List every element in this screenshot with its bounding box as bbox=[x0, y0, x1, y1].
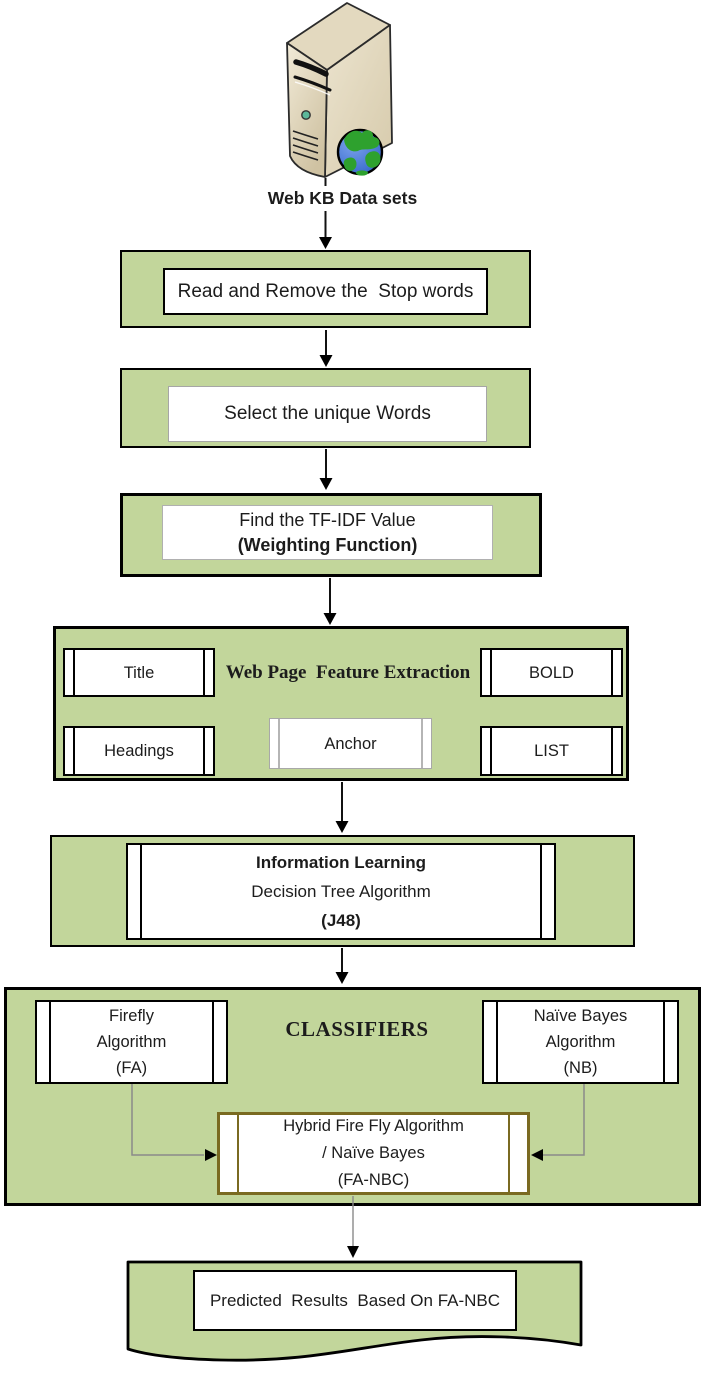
feature-extraction-heading: Web Page Feature Extraction bbox=[225, 662, 471, 683]
classifiers-heading: CLASSIFIERS bbox=[285, 1016, 429, 1041]
source-label: Web KB Data sets bbox=[255, 186, 430, 211]
feature-list-label: LIST bbox=[534, 742, 569, 760]
globe-icon bbox=[336, 128, 384, 176]
feature-headings-box: Headings bbox=[63, 726, 215, 776]
step3-line2: (Weighting Function) bbox=[237, 534, 418, 555]
information-learning-line2: Decision Tree Algorithm bbox=[251, 882, 431, 901]
firefly-line3: (FA) bbox=[115, 1059, 148, 1077]
server-icon bbox=[286, 2, 393, 178]
step1-box: Read and Remove the Stop words bbox=[163, 268, 488, 315]
firefly-line1: Firefly bbox=[109, 1007, 154, 1025]
result-box: Predicted Results Based On FA-NBC bbox=[193, 1270, 517, 1331]
step3-box: Find the TF-IDF Value (Weighting Functio… bbox=[162, 505, 493, 560]
information-learning-line3: (J48) bbox=[321, 911, 361, 930]
feature-title-box: Title bbox=[63, 648, 215, 697]
naive-bayes-line1: Naïve Bayes bbox=[533, 1007, 628, 1025]
feature-title-label: Title bbox=[123, 663, 155, 682]
feature-bold-box: BOLD bbox=[480, 648, 623, 697]
result-label: Predicted Results Based On FA-NBC bbox=[209, 1290, 501, 1310]
step3-line1: Find the TF-IDF Value bbox=[239, 509, 416, 530]
firefly-algorithm-box: Firefly Algorithm (FA) bbox=[35, 1000, 228, 1084]
feature-anchor-label: Anchor bbox=[324, 734, 377, 753]
hybrid-fa-nbc-box: Hybrid Fire Fly Algorithm / Naïve Bayes … bbox=[217, 1112, 530, 1195]
feature-anchor-box: Anchor bbox=[269, 718, 432, 769]
feature-headings-label: Headings bbox=[104, 742, 174, 760]
naive-bayes-line3: (NB) bbox=[563, 1059, 598, 1077]
hybrid-to-result-arrowhead bbox=[347, 1246, 359, 1258]
hybrid-line1: Hybrid Fire Fly Algorithm bbox=[283, 1117, 464, 1135]
naive-bayes-algorithm-box: Naïve Bayes Algorithm (NB) bbox=[482, 1000, 679, 1084]
hybrid-line2: / Naïve Bayes bbox=[322, 1144, 425, 1162]
firefly-line2: Algorithm bbox=[96, 1033, 167, 1051]
step1-label: Read and Remove the Stop words bbox=[177, 280, 474, 302]
hybrid-line3: (FA-NBC) bbox=[337, 1171, 410, 1189]
naive-bayes-line2: Algorithm bbox=[545, 1033, 616, 1051]
step2-label: Select the unique Words bbox=[224, 403, 431, 425]
feature-list-box: LIST bbox=[480, 726, 623, 776]
information-learning-box: Information Learning Decision Tree Algor… bbox=[126, 843, 556, 940]
information-learning-line1: Information Learning bbox=[256, 853, 426, 872]
step2-box: Select the unique Words bbox=[168, 386, 487, 442]
feature-bold-label: BOLD bbox=[529, 663, 574, 682]
